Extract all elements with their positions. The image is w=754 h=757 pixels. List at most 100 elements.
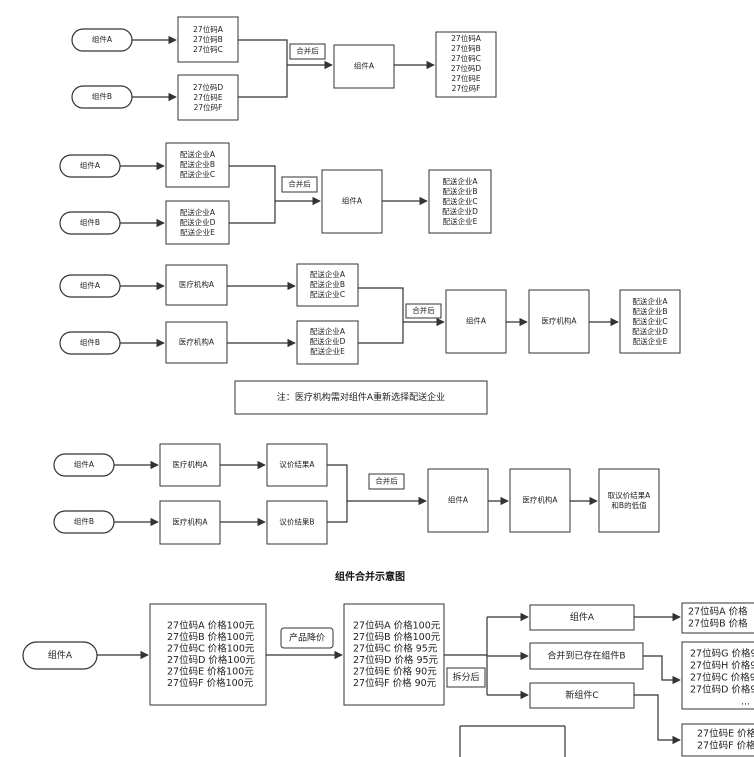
d5-list-after-box	[343, 603, 445, 706]
d1-merge-tag	[289, 43, 326, 60]
d2-list-b-box	[165, 200, 230, 245]
d5-list-before-item: 27位码F 价格100元	[167, 677, 254, 689]
d5-list-after-item: 27位码B 价格100元	[353, 631, 441, 643]
d5-price-cut-label: 产品降价	[289, 632, 325, 644]
d1-list-a-item: 27位码B	[193, 34, 223, 44]
d2-merge-tag	[281, 176, 318, 193]
d5-list-before-item: 27位码B 价格100元	[167, 631, 255, 643]
d5-split-tag	[446, 667, 486, 688]
d2-result-item: 配送企业B	[442, 186, 477, 196]
d1-list-a-box	[177, 16, 239, 63]
diagram-3: 组件A 组件B 医疗机构A 医疗机构A 配送企业A 配送企业B 配送企业C 配送…	[59, 263, 681, 415]
diagram-2: 组件A 组件B 配送企业A 配送企业B 配送企业C 配送企业A 配送企业D 配送…	[59, 142, 492, 245]
d5-list-before-item: 27位码A 价格100元	[167, 620, 255, 632]
d5-out-arrow-b	[643, 655, 681, 685]
d5-out-arrow-c	[634, 694, 681, 745]
d3-note-box	[234, 380, 488, 415]
d5-list-after-item: 27位码C 价格 95元	[353, 643, 438, 655]
d2-component-b-label: 组件B	[80, 217, 100, 227]
d1-list-b-item: 27位码F	[194, 102, 223, 112]
d3-note-text: 注：医疗机构需对组件A重新选择配送企业	[277, 391, 445, 403]
d5-list-before-item: 27位码C 价格100元	[167, 643, 255, 655]
d2-result-item: 配送企业C	[442, 196, 477, 206]
d4-price-a-label: 议价结果A	[279, 459, 315, 469]
d4-component-a-label: 组件A	[74, 459, 95, 469]
d5-split-label: 拆分后	[452, 671, 479, 683]
diagram-4: 组件A 组件B 医疗机构A 医疗机构A 议价结果A 议价结果B 合并后 组件A …	[53, 443, 660, 545]
d2-list-b-item: 配送企业A	[180, 207, 216, 217]
d3-list-a-box	[296, 263, 359, 307]
d5-list-before-item: 27位码E 价格100元	[167, 666, 254, 678]
d5-out-c-box	[681, 723, 754, 757]
d4-result-box	[598, 468, 660, 533]
d4-merged-label: 组件A	[448, 495, 469, 505]
diagram-1: 组件A 组件B 27位码A 27位码B 27位码C 27位码D 27位码E 27…	[71, 16, 497, 121]
d3-result-item: 配送企业A	[632, 296, 668, 306]
d5-out-a-box	[681, 602, 754, 634]
d3-merge-bracket	[358, 287, 404, 344]
d2-list-a-box	[165, 142, 230, 188]
d2-merge-tag-label: 合并后	[288, 179, 311, 189]
d5-list-after-item: 27位码D 价格 95元	[353, 654, 439, 666]
d2-list-a-item: 配送企业B	[180, 159, 215, 169]
d1-result-item: 27位码F	[452, 83, 481, 93]
d5-list-after-item: 27位码F 价格 90元	[353, 677, 437, 689]
d5-target-a-label: 组件A	[570, 611, 595, 623]
d3-component-a-label: 组件A	[80, 280, 101, 290]
d3-list-a-item: 配送企业B	[310, 279, 345, 289]
d1-list-a-item: 27位码A	[193, 24, 224, 34]
d4-price-b-label: 议价结果B	[279, 517, 314, 527]
d4-result-line: 和B的低值	[611, 500, 647, 510]
d2-list-a-item: 配送企业C	[180, 169, 215, 179]
d3-merge-tag-label: 合并后	[412, 305, 435, 315]
d5-list-before-item: 27位码D 价格100元	[167, 654, 256, 666]
d3-med-merged-box	[528, 289, 590, 354]
d3-result-item: 配送企业C	[632, 316, 667, 326]
d3-component-b-label: 组件B	[80, 337, 100, 347]
diagram-caption: 组件合并示意图	[335, 570, 405, 583]
d5-list-before-box	[149, 603, 267, 706]
d5-price-cut-tag	[280, 627, 334, 649]
d3-list-b-item: 配送企业A	[310, 326, 346, 336]
d2-merged-label: 组件A	[342, 196, 363, 206]
d3-list-a-item: 配送企业C	[310, 289, 345, 299]
d3-result-item: 配送企业D	[632, 326, 668, 336]
d1-result-box	[435, 31, 497, 98]
d5-target-new-label: 新组件C	[565, 689, 598, 701]
d3-merge-tag	[405, 303, 442, 319]
d1-list-a-item: 27位码C	[193, 44, 223, 54]
d3-med-a-label: 医疗机构A	[179, 279, 215, 289]
d2-list-b-item: 配送企业D	[180, 217, 216, 227]
d4-med-a-box	[159, 443, 221, 487]
d1-result-item: 27位码D	[451, 63, 482, 73]
d1-result-item: 27位码C	[451, 53, 481, 63]
d1-result-item: 27位码E	[451, 73, 481, 83]
d1-result-item: 27位码B	[451, 43, 481, 53]
d4-med-b-label: 医疗机构A	[172, 517, 208, 527]
d3-merged-label: 组件A	[466, 316, 487, 326]
d3-result-box	[619, 289, 681, 354]
d5-out-b-item: 27位码C 价格9	[690, 672, 754, 684]
d5-out-b-box	[681, 641, 754, 710]
d2-result-box	[428, 169, 492, 234]
d2-list-b-item: 配送企业E	[180, 227, 215, 237]
d5-out-a-item: 27位码B 价格	[688, 618, 748, 630]
d4-med-merged-box	[509, 468, 571, 533]
d3-list-b-item: 配送企业D	[310, 336, 346, 346]
d5-out-b-item: ...	[741, 697, 750, 708]
d5-out-c-item: 27位码F 价格	[697, 740, 754, 752]
d3-med-b-label: 医疗机构A	[179, 337, 215, 347]
d1-merge-tag-label: 合并后	[296, 46, 319, 56]
d3-list-a-item: 配送企业A	[310, 269, 346, 279]
d4-med-b-box	[159, 500, 221, 545]
d3-list-b-box	[296, 320, 359, 365]
d5-out-b-item: 27位码D 价格9	[690, 684, 754, 696]
d5-target-merge-label: 合并到已存在组件B	[547, 650, 625, 662]
d4-price-a-box	[266, 443, 328, 487]
d3-med-merged-label: 医疗机构A	[541, 316, 577, 326]
d3-result-item: 配送企业B	[632, 306, 667, 316]
d2-result-item: 配送企业A	[442, 176, 478, 186]
d3-result-item: 配送企业E	[633, 336, 668, 346]
d5-target-new-box	[529, 682, 635, 709]
